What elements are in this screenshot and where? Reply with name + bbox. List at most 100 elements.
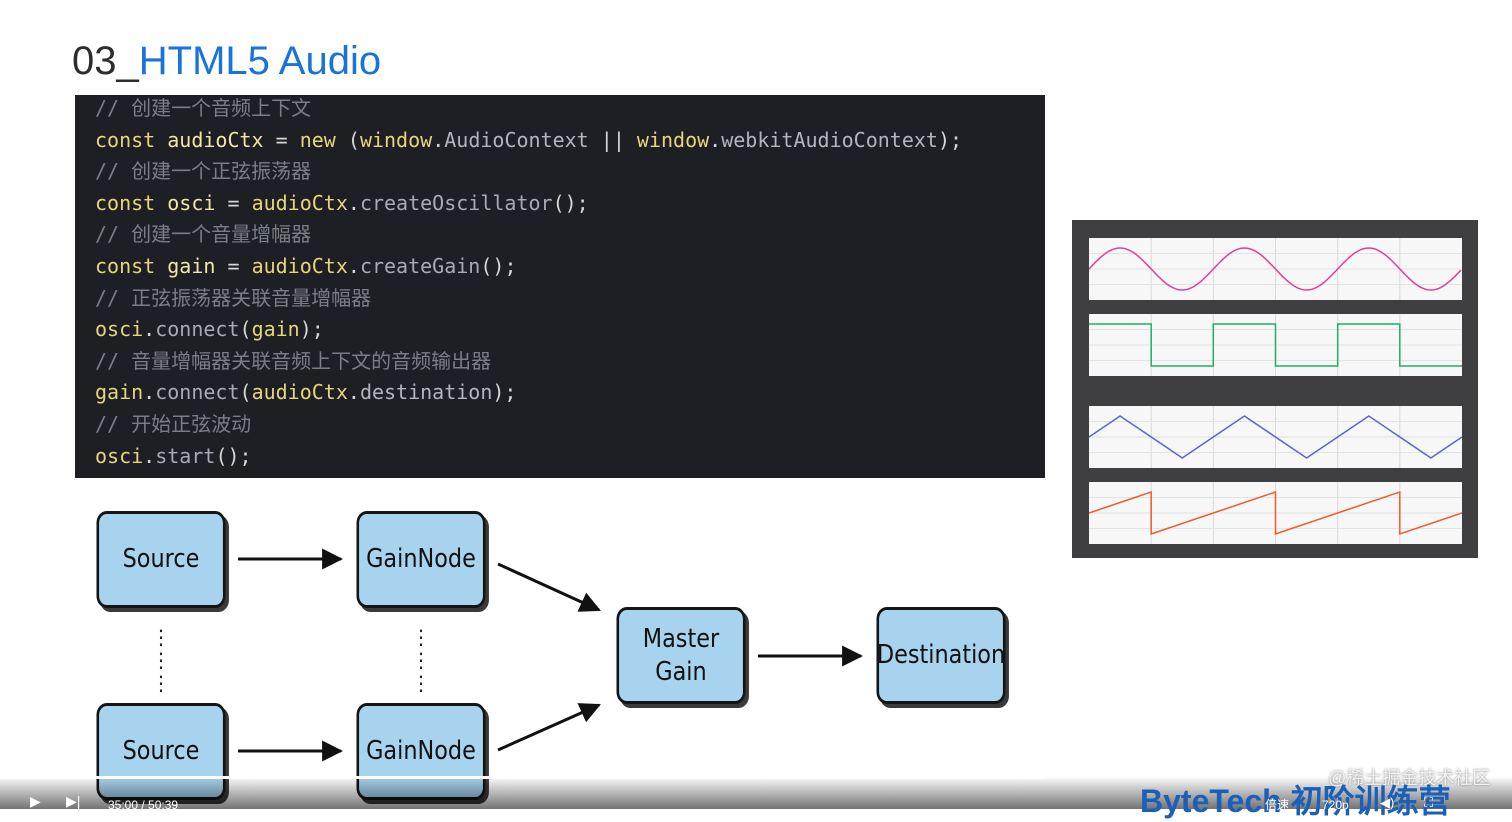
waveform-panel [1072,220,1478,558]
code-token: ); [299,317,324,342]
code-token: ( [239,317,252,342]
code-token: window [359,127,433,152]
play-icon[interactable]: ▶ [30,793,41,809]
code-line: const audioCtx = new (window.AudioContex… [95,125,1045,157]
code-token: ); [492,380,517,405]
code-line: // 音量增幅器关联音频上下文的音频输出器 [95,346,1045,378]
code-token: ( [335,127,360,152]
code-token: || [588,127,637,152]
code-token: // 正弦振荡器关联音量增幅器 [95,285,372,310]
speed-button[interactable]: 倍速 [1265,798,1290,812]
square-wave [1089,314,1462,376]
code-token: gain [95,380,144,405]
code-token: ( [239,380,252,405]
sine-waveform-line [1088,247,1462,291]
ellipsis-left: ⋮⋮⋮ [151,625,171,695]
code-line: // 创建一个正弦振荡器 [95,156,1045,188]
code-token [155,191,167,215]
code-token: audioCtx [251,253,348,278]
arrow-gain-bottom-to-master [497,703,601,752]
square-waveform-line [1089,323,1462,367]
slide-title: 03_HTML5 Audio [72,36,381,86]
code-token: . [347,253,360,278]
code-token: = [263,127,300,152]
destination-node: Destination [876,607,1006,704]
code-token: start [155,443,216,468]
code-token: destination [359,380,493,405]
slide-number: 03_ [72,39,139,83]
code-token: . [347,380,360,405]
code-line: // 创建一个音量增幅器 [95,219,1045,251]
sawtooth-waveform-line [1088,490,1463,536]
code-line: gain.connect(audioCtx.destination); [95,377,1045,409]
brand-name: ByteTech [1140,783,1282,819]
code-token: connect [155,317,240,342]
brand-logo: ByteTech 初阶训练营 [1140,776,1451,822]
current-time: 35:00 [108,798,139,812]
code-token: . [347,190,360,215]
quality-button[interactable]: 720p [1322,798,1349,812]
code-token: . [143,380,156,405]
code-token: = [215,190,252,215]
video-control-bar [0,776,1512,809]
code-token: webkitAudioContext [721,127,938,152]
code-token: // 创建一个正弦振荡器 [95,159,312,184]
code-line: // 创建一个音频上下文 [95,93,1045,125]
code-line: osci.start(); [95,441,1045,473]
code-token: audioCtx [251,380,348,405]
code-line: // 开始正弦波动 [95,409,1045,441]
triangle-waveform-line [1088,415,1463,459]
code-token: window [636,127,710,152]
code-token: (); [552,190,589,215]
triangle-wave [1088,406,1463,468]
code-token: . [709,127,722,152]
code-line: const gain = audioCtx.createGain(); [95,251,1045,283]
master-gain-label: Master [642,623,720,654]
code-token: // 音量增幅器关联音频上下文的音频输出器 [95,348,492,373]
code-token [155,128,167,152]
arrow-gain-top-to-master [497,562,601,612]
sawtooth-wave [1088,482,1463,544]
video-progress-fill [0,776,1045,779]
code-token: const [95,127,156,152]
code-line: osci.connect(gain); [95,314,1045,346]
code-token: createGain [359,253,481,278]
source-node-top: Source [96,511,226,608]
time-display: 35:00 / 50:39 [108,798,179,812]
code-token: = [215,253,252,278]
code-token: new [299,127,336,152]
code-token: // 开始正弦波动 [95,411,252,436]
code-token: gain [167,253,216,278]
code-token: ); [937,127,963,152]
duration: 50:39 [148,798,179,812]
code-token: gain [251,317,300,342]
code-token: const [95,253,156,278]
code-token: osci [95,443,144,468]
code-token: . [143,317,156,342]
master-gain-label: Gain [655,656,707,687]
code-token: . [432,127,445,152]
code-token: connect [155,380,240,405]
code-token: osci [167,190,216,215]
code-token: (); [480,253,517,278]
code-line: const osci = audioCtx.createOscillator()… [95,188,1045,220]
fullscreen-icon[interactable]: ⛶ [1424,795,1434,810]
slide-heading: HTML5 Audio [138,39,382,83]
ellipsis-middle: ⋮⋮⋮ [411,625,431,695]
code-line: // 正弦振荡器关联音量增幅器 [95,283,1045,315]
sine-wave [1088,238,1462,300]
gain-node-top: GainNode [356,511,486,608]
next-icon[interactable]: ▶| [66,793,81,809]
video-progress-bar[interactable] [0,776,1512,779]
code-token: . [143,443,156,468]
code-token: AudioContext [444,127,589,152]
volume-icon[interactable]: ◀) [1380,795,1395,810]
watermark: @稀土掘金技术社区 [1328,768,1491,788]
code-token: createOscillator [359,190,553,215]
diagram-arrows [238,548,864,762]
code-token [155,254,167,278]
code-token: // 创建一个音频上下文 [95,96,312,120]
